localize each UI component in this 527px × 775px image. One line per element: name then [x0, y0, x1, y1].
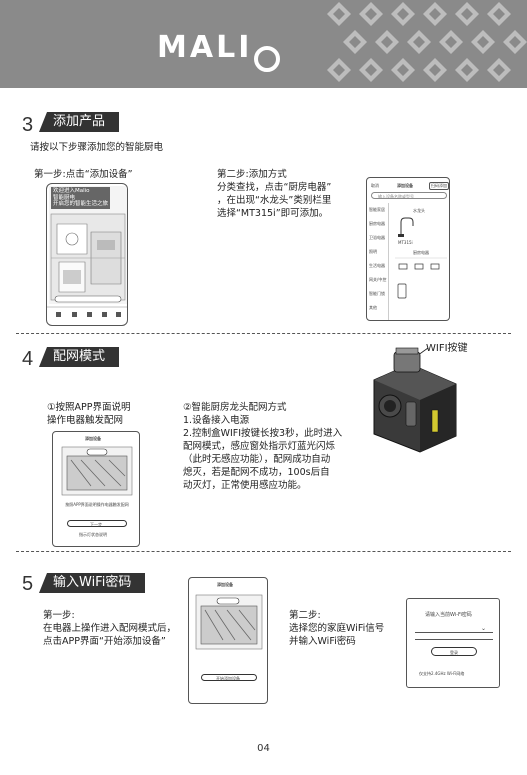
step2-text: 第二步:添加方式 分类查找，点击“厨房电器” ，在出现“水龙头”类别栏里 选择“… [217, 169, 332, 219]
section-4-number: 4 [22, 348, 34, 370]
logo-glyph: O [254, 46, 281, 72]
wifi-password-card: 请输入当前Wi-Fi密码 ⌄ 登录 仅支持2.4GHz Wi-Fi网络 [406, 598, 500, 688]
cancel-label[interactable]: 取消 [371, 183, 379, 188]
logo-text: MALI [157, 30, 253, 65]
category-item[interactable]: 其他 [369, 305, 377, 310]
category-list: 智能家居 厨房电器 卫浴电器 照明 生活电器 网关/中控 智能门锁 其他 [367, 203, 389, 320]
wifi-button-label: WIFI按键 [426, 343, 468, 354]
section-5-step2-text: 第二步: 选择您的家庭WiFi信号 并输入WiFi密码 [289, 610, 385, 647]
section-3-title: 添加产品 [39, 112, 120, 132]
indicator-link[interactable]: 指示灯状态说明 [79, 532, 107, 537]
screen-title: 添加设备 [85, 436, 101, 441]
section-3-intro: 请按以下步骤添加您的智能厨电 [30, 142, 164, 153]
login-button[interactable]: 登录 [431, 647, 477, 656]
page-header: MALIO [0, 0, 527, 88]
control-box-image [373, 347, 457, 453]
divider [16, 551, 511, 552]
section-4-col1-text: ①按照APP界面说明 操作电器触发配网 [47, 402, 131, 426]
brand-logo: MALIO [157, 30, 281, 72]
category-item[interactable]: 智能门锁 [369, 291, 385, 296]
category-item[interactable]: 智能家居 [369, 207, 385, 212]
screen-title: 添加设备 [217, 582, 233, 587]
next-button-label: 下一步 [90, 522, 102, 527]
wifi-card-title: 请输入当前Wi-Fi密码 [425, 612, 472, 618]
scan-button[interactable]: 扫码添加 [429, 182, 449, 190]
category-item[interactable]: 厨房电器 [369, 221, 385, 226]
section-4-col2-text: ②智能厨房龙头配网方式 1.设备接入电源 2.控制盒WIFI按键长按3秒，此时进… [183, 402, 343, 491]
search-input[interactable]: 输入设备名称或型号 [371, 192, 447, 199]
wifi-card-note: 仅支持2.4GHz Wi-Fi网络 [419, 671, 465, 676]
phone-add-device-screen: 取消 添加设备 扫码添加 输入设备名称或型号 智能家居 厨房电器 卫浴电器 照明… [366, 177, 450, 321]
page-number: 04 [257, 743, 270, 754]
device-item-label[interactable]: MT315i [398, 240, 413, 245]
phone-start-adding: 添加设备 开始添加设备 [188, 577, 268, 704]
wifi-password-field[interactable] [415, 639, 493, 640]
wifi-ssid-field[interactable]: ⌄ [415, 625, 493, 633]
screen-title: 添加设备 [397, 183, 413, 188]
category-item[interactable]: 卫浴电器 [369, 235, 385, 240]
device-icon [397, 283, 407, 299]
phone-network-config: 添加设备 按照APP界面说明操作电器触发配网 下一步 指示灯状态说明 [52, 431, 140, 547]
hint-text: 按照APP界面说明操作电器触发配网 [65, 502, 129, 507]
login-button-label: 登录 [450, 650, 458, 655]
phone-home-screen: 欢迎进入Malio 智能厨电 开启您的智能生活之旅 [46, 183, 128, 326]
step1-label: 第一步:点击“添加设备” [34, 169, 133, 180]
divider [16, 333, 511, 334]
start-adding-button[interactable]: 开始添加设备 [201, 674, 257, 681]
appliance-section-label: 厨房电器 [413, 250, 429, 255]
section-4-title: 配网模式 [39, 347, 120, 367]
room-image [47, 186, 127, 317]
section-3-number: 3 [22, 114, 34, 136]
category-item[interactable]: 照明 [369, 249, 377, 254]
search-placeholder: 输入设备名称或型号 [378, 194, 414, 199]
start-adding-label: 开始添加设备 [216, 676, 240, 681]
next-button[interactable]: 下一步 [67, 520, 127, 527]
qr-illustration [61, 446, 133, 496]
welcome-banner: 欢迎进入Malio 智能厨电 开启您的智能生活之旅 [51, 187, 111, 209]
chevron-down-icon[interactable]: ⌄ [481, 625, 487, 632]
geometric-pattern [327, 2, 527, 82]
section-5-title: 输入WiFi密码 [39, 573, 146, 593]
faucet-section-label: 水龙头 [413, 208, 425, 213]
section-5-number: 5 [22, 573, 34, 595]
category-item[interactable]: 生活电器 [369, 263, 385, 268]
device-icons [395, 217, 447, 270]
category-item[interactable]: 网关/中控 [369, 277, 387, 282]
qr-illustration [195, 594, 263, 650]
section-5-step1-text: 第一步: 在电器上操作进入配网模式后， 点击APP界面“开始添加设备” [43, 610, 177, 647]
